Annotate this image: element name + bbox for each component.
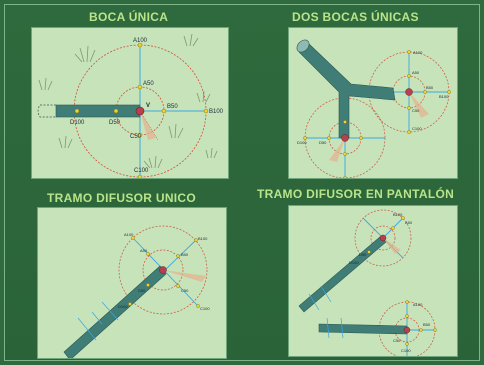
pipe-y xyxy=(298,41,396,139)
circle-50m xyxy=(142,249,184,291)
plume-line xyxy=(139,110,159,141)
plume xyxy=(140,111,156,140)
outfall-bottom xyxy=(403,326,411,334)
outfall-top xyxy=(379,234,387,242)
title-boca-unica: BOCA ÚNICA xyxy=(89,10,169,24)
label-b100: B100 xyxy=(198,236,208,241)
diagram-dos-bocas: A100 A50 B50 B100 C50 C100 D50 D100 xyxy=(288,27,458,179)
label-a50: A50 xyxy=(405,220,413,225)
label-d100: D100 xyxy=(349,260,359,265)
label-c100: C100 xyxy=(200,306,210,311)
pipe-upper xyxy=(298,235,387,313)
title-dos-bocas: DOS BOCAS ÚNICAS xyxy=(292,10,419,24)
axes xyxy=(362,217,435,356)
label-c100: C100 xyxy=(134,168,149,174)
outfall-left xyxy=(341,134,349,142)
label-a100: A100 xyxy=(413,302,423,307)
label-c50: C50 xyxy=(181,288,189,293)
label-d100: D100 xyxy=(118,304,128,309)
label-a100: A100 xyxy=(133,38,148,44)
label-c50: C50 xyxy=(130,134,142,140)
label-v: V xyxy=(146,103,150,109)
plume-top xyxy=(383,238,401,254)
label-b100: B100 xyxy=(439,94,449,99)
title-tramo-unico: TRAMO DIFUSOR UNICO xyxy=(47,191,197,205)
sample-points xyxy=(74,42,209,178)
outfall-point xyxy=(135,106,145,116)
tramo-pantalon-svg: A100 A50 B50 B100 C50 C100 D50 D100 xyxy=(298,209,437,356)
label-d50: D50 xyxy=(319,140,327,145)
label-b50: B50 xyxy=(181,252,189,257)
label-c100: C100 xyxy=(401,348,411,353)
pipe-end-dashed xyxy=(37,104,56,118)
sample-points xyxy=(303,50,451,178)
label-a50: A50 xyxy=(412,70,420,75)
plume-left xyxy=(329,138,345,162)
label-b50: B50 xyxy=(423,322,431,327)
label-b50: B50 xyxy=(426,85,434,90)
circle-50m-top xyxy=(370,225,396,251)
pipe-lower xyxy=(318,323,408,335)
outfall-right xyxy=(405,88,413,96)
dos-bocas-svg: A100 A50 B50 B100 C50 C100 D50 D100 xyxy=(296,39,451,178)
label-d50: D50 xyxy=(109,120,121,126)
outfall-point xyxy=(159,266,167,274)
label-b100: B100 xyxy=(209,109,224,115)
pipe xyxy=(63,265,167,358)
sample-points xyxy=(367,216,437,346)
plume-right xyxy=(409,92,429,118)
grass-decoration xyxy=(38,33,218,169)
plume xyxy=(163,270,206,282)
pipe xyxy=(55,104,141,118)
label-a100: A100 xyxy=(124,232,134,237)
label-b50: B50 xyxy=(167,104,178,110)
label-c100: C100 xyxy=(412,126,422,131)
title-tramo-pantalon: TRAMO DIFUSOR EN PANTALÓN xyxy=(257,187,455,201)
label-d100: D100 xyxy=(297,140,307,145)
circle-100m xyxy=(118,225,208,315)
label-d100: D100 xyxy=(70,120,85,126)
label-a50: A50 xyxy=(143,81,154,87)
label-b100: B100 xyxy=(393,212,403,217)
label-c50: C50 xyxy=(393,338,401,343)
boca-unica-svg: A100 A50 B50 B100 C50 C100 D50 D100 V xyxy=(37,33,224,178)
label-d50: D50 xyxy=(359,252,367,257)
tramo-unico-svg: A100 A50 B50 B100 C50 C100 D50 D100 xyxy=(63,225,210,358)
label-a100: A100 xyxy=(413,50,423,55)
diffuser-marks xyxy=(308,285,344,339)
circle-100m-top xyxy=(354,209,412,267)
sample-points xyxy=(128,236,200,308)
label-c50: C50 xyxy=(412,108,420,113)
label-a50: A50 xyxy=(140,248,148,253)
label-d50: D50 xyxy=(138,288,146,293)
diffuser-marks xyxy=(77,301,119,341)
pipe-end xyxy=(296,39,310,53)
diagram-tramo-pantalon: A100 A50 B50 B100 C50 C100 D50 D100 xyxy=(288,205,458,357)
diagram-boca-unica: A100 A50 B50 B100 C50 C100 D50 D100 V xyxy=(31,27,229,179)
diagram-tramo-unico: A100 A50 B50 B100 C50 C100 D50 D100 xyxy=(37,207,227,359)
slide-frame: BOCA ÚNICA DOS BOCAS ÚNICAS TRAMO DIFUSO… xyxy=(4,4,480,361)
